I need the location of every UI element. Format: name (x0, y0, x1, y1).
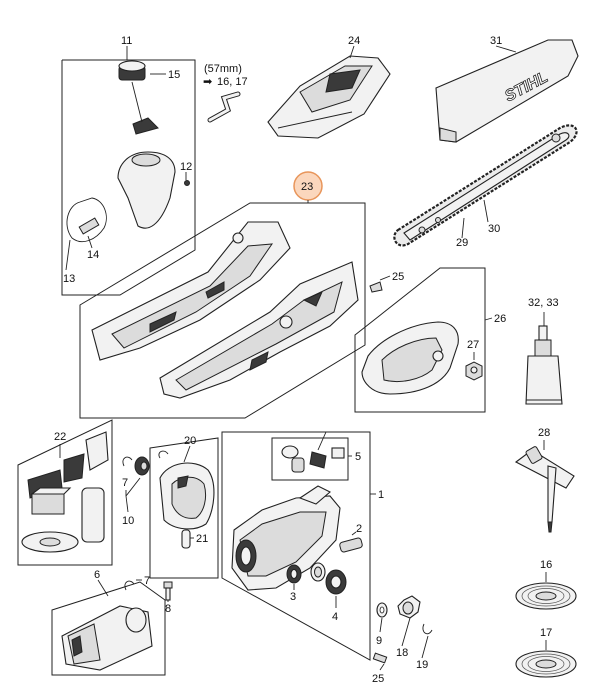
scrench-tool-part[interactable] (514, 446, 575, 533)
pin-21-part[interactable] (181, 529, 191, 549)
gear-housing-20-part[interactable] (159, 462, 215, 530)
motor-part[interactable] (61, 605, 153, 671)
seal-kit-part[interactable] (21, 431, 109, 553)
group-box-6 (51, 581, 166, 676)
clip-19-part[interactable] (422, 623, 433, 635)
label-31: 31 (490, 35, 502, 47)
label-2: 2 (356, 523, 362, 535)
sprocket-cover-part[interactable] (361, 321, 459, 395)
hose-size-note: (57mm) (204, 63, 242, 75)
label-12: 12 (180, 161, 192, 173)
group-box-1 (221, 431, 371, 661)
label-17: 17 (540, 627, 552, 639)
oil-tank-part[interactable] (117, 151, 176, 229)
screw-8-part[interactable] (163, 581, 173, 601)
label-1: 1 (378, 489, 384, 501)
label-9: 9 (376, 635, 382, 647)
group-box-5 (271, 437, 349, 481)
label-11: 11 (121, 35, 132, 47)
hose-clip-part[interactable] (66, 197, 107, 242)
ring-4a-part[interactable] (310, 562, 326, 582)
label-27: 27 (467, 339, 479, 351)
label-20: 20 (184, 435, 196, 447)
sprocket-18-part[interactable] (397, 595, 421, 619)
right-arrow-icon: ➡ (203, 75, 212, 88)
clip-7a-part[interactable] (122, 456, 133, 467)
oil-strainer-part[interactable] (132, 117, 159, 135)
label-6: 6 (94, 569, 100, 581)
bearing-10-part[interactable] (134, 456, 150, 476)
label-29: 29 (456, 237, 468, 249)
label-23: 23 (301, 181, 313, 193)
clip-7b-part[interactable] (124, 580, 135, 591)
label-16: 16 (540, 559, 552, 571)
bar-sprocket-nose-icon (551, 133, 561, 143)
bolt-5-assembly-part[interactable] (281, 445, 345, 473)
label-4: 4 (332, 611, 338, 623)
washer-16-part[interactable] (515, 582, 577, 610)
label-24: 24 (348, 35, 360, 47)
bearing-4-part[interactable] (325, 569, 347, 595)
label-13: 13 (63, 273, 75, 285)
label-19: 19 (416, 659, 428, 671)
group-box-11 (61, 59, 196, 296)
guide-bar-part[interactable] (393, 124, 578, 247)
hose-refs: 16, 17 (217, 76, 248, 88)
strainer-tube (131, 81, 143, 123)
group-box-20 (149, 437, 219, 579)
bearing-3-part[interactable] (286, 564, 302, 584)
screw-12-part[interactable] (184, 180, 190, 186)
group-box-26 (354, 267, 486, 413)
label-28: 28 (538, 427, 550, 439)
cover-part-24[interactable] (267, 55, 391, 139)
clip-20-part[interactable] (158, 450, 169, 459)
label-22: 22 (54, 431, 66, 443)
label-18: 18 (396, 647, 408, 659)
washer-9-part[interactable] (376, 602, 388, 618)
label-14: 14 (87, 249, 99, 261)
label-3233: 32, 33 (528, 297, 559, 309)
label-7a: 7 (122, 477, 128, 489)
nut-27-part[interactable] (465, 361, 483, 381)
gearbox-part[interactable] (231, 485, 341, 591)
grease-tube-part[interactable] (525, 325, 563, 405)
label-8: 8 (165, 603, 171, 615)
label-3: 3 (290, 591, 296, 603)
screw-25b-part[interactable] (372, 652, 388, 664)
group-box-23 (79, 202, 366, 419)
group-box-22 (17, 419, 113, 566)
label-25a: 25 (392, 271, 404, 283)
oil-cap-part[interactable] (118, 60, 146, 81)
label-30: 30 (488, 223, 500, 235)
label-15: 15 (168, 69, 180, 81)
housing-shell-left[interactable] (91, 221, 291, 361)
hose-fitting-part[interactable] (78, 217, 100, 235)
washer-17-part[interactable] (515, 650, 577, 678)
label-10: 10 (122, 515, 134, 527)
shaft-2-part[interactable] (339, 537, 363, 553)
label-26: 26 (494, 313, 506, 325)
label-21: 21 (196, 533, 208, 545)
housing-shell-right[interactable] (159, 261, 359, 399)
chain-scabbard-part[interactable]: STIHL (435, 39, 579, 143)
label-7b: 7 (144, 575, 150, 587)
screw-25-part[interactable] (369, 281, 383, 293)
label-25b: 25 (372, 673, 384, 685)
label-5: 5 (355, 451, 361, 463)
leader-lines (59, 45, 547, 671)
